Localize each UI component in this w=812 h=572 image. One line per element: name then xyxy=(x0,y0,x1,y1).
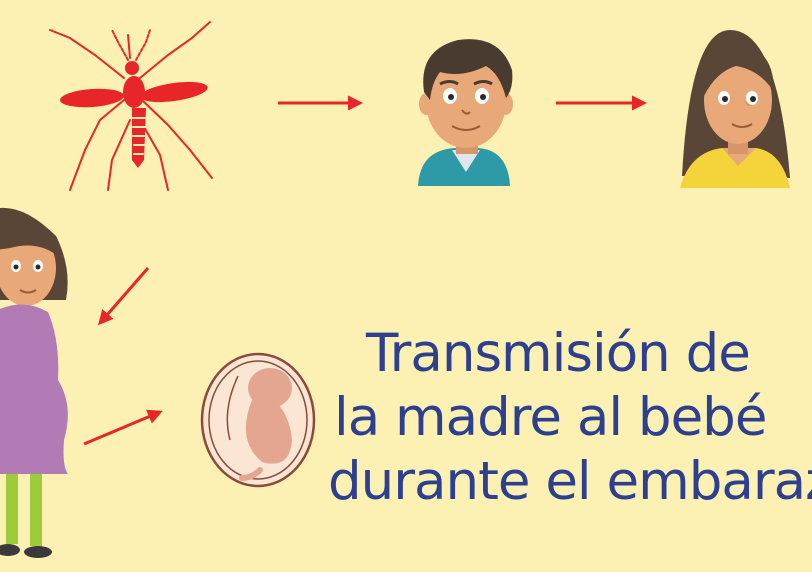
arrow-mother-to-baby xyxy=(83,409,163,446)
caption-title: Transmisión de la madre al bebé durante … xyxy=(328,322,812,514)
fetus-icon xyxy=(200,352,316,488)
mosquito-icon xyxy=(49,21,213,191)
pregnant-woman-icon xyxy=(0,207,68,558)
arrow-mosquito-to-pregnant xyxy=(98,267,150,326)
caption-line-2: la madre al bebé xyxy=(334,387,767,448)
caption-line-3: durante el embaraz xyxy=(328,451,812,512)
arrow-icon xyxy=(83,95,647,446)
woman-icon xyxy=(680,30,790,188)
caption-line-1: Transmisión de xyxy=(366,323,751,384)
man-icon xyxy=(418,39,513,186)
